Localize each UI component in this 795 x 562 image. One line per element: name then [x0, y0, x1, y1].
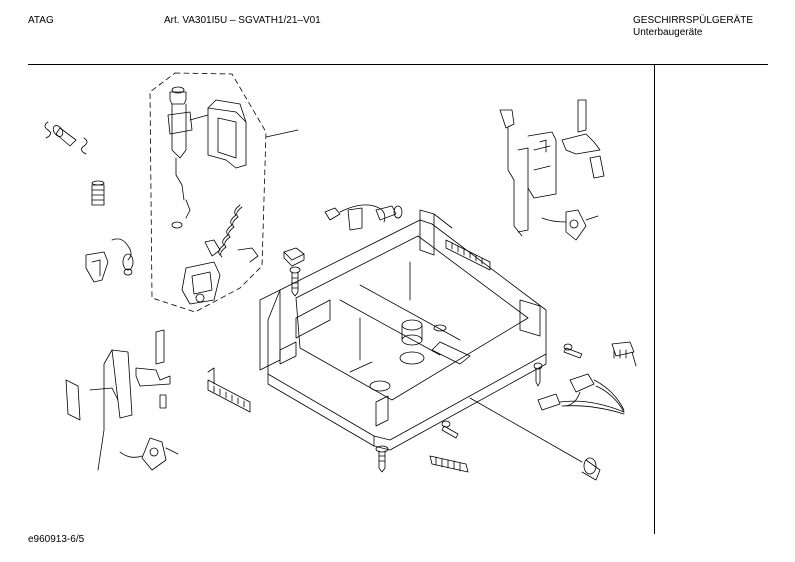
drain-rod-part: [470, 398, 600, 480]
article-number: Art. VA301I5U – SGVATH1/21–V01: [164, 15, 321, 26]
drawing-id: e960913-6/5: [28, 534, 85, 545]
connector-strip-left: [208, 368, 250, 412]
base-frame: [260, 210, 546, 450]
side-divider: [654, 64, 655, 534]
hose-clamp-part: [45, 122, 87, 154]
left-bracket-assembly: [66, 330, 178, 470]
connector-strip-bottom: [430, 456, 468, 472]
screw-part-bottom: [376, 446, 388, 472]
wiring-loom-part: [325, 205, 402, 230]
spring-part: [92, 181, 104, 205]
screw-part-right: [564, 344, 582, 358]
product-category: GESCHIRRSPÜLGERÄTE: [633, 15, 754, 26]
cap-part: [284, 248, 304, 266]
clip-part-left: [86, 252, 108, 282]
product-subcategory: Unterbaugeräte: [633, 27, 703, 38]
header-divider: [28, 64, 768, 65]
screw-part-lower: [442, 421, 458, 438]
inlet-valve-assembly: [168, 87, 258, 304]
brand-name: ATAG: [28, 15, 54, 26]
connector-clip-right: [612, 342, 636, 366]
seal-ring-part: [112, 239, 133, 275]
screw-part-upper: [290, 267, 300, 296]
cable-harness-right: [538, 374, 624, 414]
valve-assembly-boundary: [150, 73, 298, 312]
screw-part-mid: [534, 363, 542, 386]
right-bracket-assembly: [500, 100, 604, 240]
